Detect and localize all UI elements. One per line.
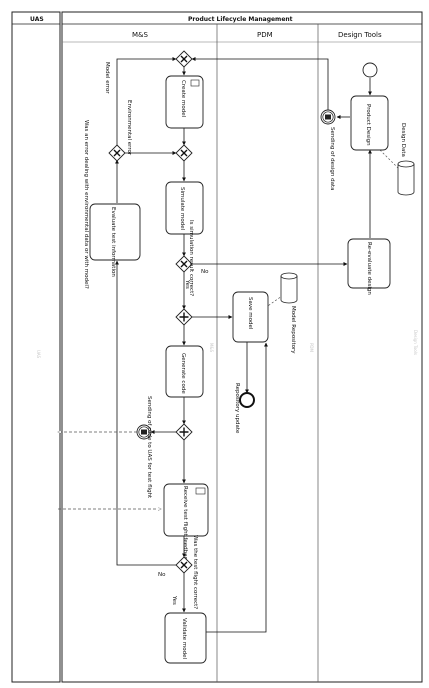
gateway-test-flight[interactable]: Was the test flight correct? bbox=[175, 535, 198, 609]
label-no-simulation: No bbox=[201, 269, 209, 275]
task-simulate-model-label: Simulate model bbox=[179, 187, 185, 231]
task-validate-model[interactable]: Validate model bbox=[164, 612, 207, 664]
start-event[interactable] bbox=[362, 62, 378, 78]
script-icon bbox=[190, 79, 200, 87]
ms-watermark: M&S bbox=[209, 343, 214, 353]
data-store-design-data[interactable]: Design Data bbox=[397, 123, 415, 196]
task-re-evaluate-label: Re-evaluate design bbox=[366, 242, 372, 295]
task-receive-feedback-label: Receive test flight feedback bbox=[182, 486, 188, 564]
envelope-icon bbox=[325, 114, 331, 120]
label-model-error: Model error bbox=[104, 62, 110, 94]
assoc-design-data bbox=[379, 149, 399, 169]
uas-watermark: UAS bbox=[36, 350, 41, 359]
task-receive-feedback[interactable]: Receive test flight feedback bbox=[163, 483, 209, 564]
lane-title-ms: M&S bbox=[132, 31, 148, 39]
event-sending-design-data[interactable]: Sending of design data bbox=[320, 109, 336, 191]
uas-pool: UAS bbox=[11, 11, 61, 683]
data-store-model-repository[interactable]: Model Repository bbox=[280, 272, 298, 354]
sequence-flows bbox=[115, 57, 372, 633]
flow-send-to-gateway1 bbox=[191, 57, 329, 110]
label-no-test-flight: No bbox=[158, 572, 166, 578]
task-product-design[interactable]: Product Design bbox=[350, 95, 389, 151]
task-create-model[interactable]: Create model bbox=[165, 75, 204, 129]
task-re-evaluate[interactable]: Re-evaluate design bbox=[347, 238, 391, 295]
lane-title-pdm: PDM bbox=[257, 31, 273, 39]
design-tools-watermark: Design Tools bbox=[413, 330, 418, 355]
sending-design-data-label: Sending of design data bbox=[329, 127, 335, 191]
end-event-repository-update[interactable]: Repository update bbox=[234, 383, 255, 434]
task-create-model-label: Create model bbox=[180, 80, 186, 118]
task-save-model-label: Save model bbox=[247, 297, 253, 330]
flow-validate-to-save bbox=[206, 342, 268, 633]
test-flight-question-label: Was the test flight correct? bbox=[192, 535, 198, 609]
task-generate-code-label: Generate code bbox=[180, 353, 186, 394]
message-flows bbox=[58, 432, 161, 509]
label-environmental-error: Environmental error bbox=[126, 100, 132, 156]
task-generate-code[interactable]: Generate code bbox=[165, 345, 204, 398]
error-question-label: Was an error dealing with environmental … bbox=[83, 120, 89, 289]
gateway-simulation-result[interactable]: Is simulation result correct? bbox=[175, 220, 194, 296]
event-sending-code[interactable]: Sending of code to UAS for test flight bbox=[136, 396, 152, 499]
flow-gw4-no-to-evaluate bbox=[115, 260, 176, 566]
repository-update-label: Repository update bbox=[234, 383, 240, 434]
label-yes-simulation: Yes bbox=[184, 279, 190, 289]
plm-pool-title: Product Lifecycle Management bbox=[188, 16, 293, 23]
model-repository-label: Model Repository bbox=[290, 306, 296, 354]
task-product-design-label: Product Design bbox=[365, 104, 371, 146]
lane-title-design-tools: Design Tools bbox=[338, 31, 382, 39]
envelope-icon bbox=[141, 429, 147, 435]
gateway-exclusive-merge-1[interactable] bbox=[175, 50, 193, 68]
simulation-question-label: Is simulation result correct? bbox=[188, 220, 194, 296]
label-yes-test-flight: Yes bbox=[171, 595, 177, 605]
task-validate-model-label: Validate model bbox=[181, 618, 187, 660]
task-simulate-model[interactable]: Simulate model bbox=[165, 181, 204, 235]
message-icon bbox=[195, 487, 206, 495]
sending-code-label: Sending of code to UAS for test flight bbox=[146, 396, 152, 499]
task-save-model[interactable]: Save model bbox=[232, 291, 269, 343]
gateway-parallel-a[interactable] bbox=[175, 308, 193, 326]
uas-pool-title: UAS bbox=[30, 16, 44, 23]
gateway-error-type[interactable]: Was an error dealing with environmental … bbox=[83, 120, 126, 289]
task-evaluate-info[interactable]: Evaluate test information bbox=[89, 203, 141, 277]
flow-model-error-to-gw1 bbox=[116, 57, 177, 145]
gateway-exclusive-merge-2[interactable] bbox=[175, 144, 193, 162]
gateway-parallel-b[interactable] bbox=[175, 423, 193, 441]
pdm-watermark: PDM bbox=[309, 343, 314, 352]
task-evaluate-info-label: Evaluate test information bbox=[110, 207, 116, 277]
plm-pool: Product Lifecycle Management M&S PDM Des… bbox=[61, 11, 423, 683]
design-data-label: Design Data bbox=[400, 123, 406, 157]
